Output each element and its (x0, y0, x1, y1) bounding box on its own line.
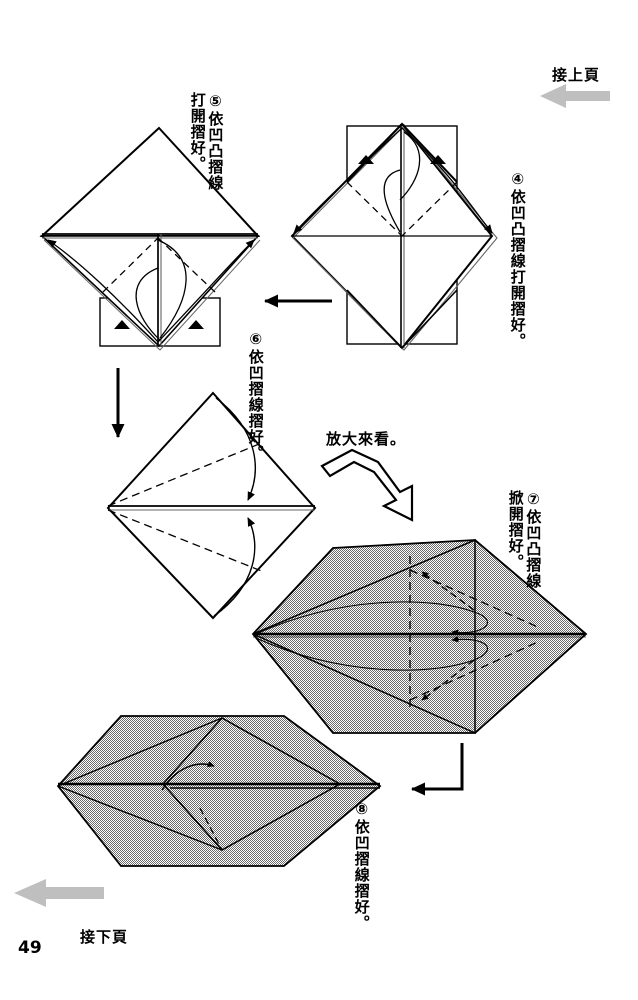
step-4-figure (290, 122, 498, 351)
step-4-caption-line-1: ④依凹凸摺線打開摺好。 (508, 170, 527, 349)
zoom-in-annotation: 放大來看。 (326, 430, 407, 448)
step-5-caption-line-2: 打開摺好。 (188, 92, 207, 172)
step-6-caption-line-1: ⑥依凹摺線摺好。 (246, 330, 265, 461)
step-5-caption: ⑤依凹凸摺線 打開摺好。 (188, 92, 225, 191)
arrow-7-to-8 (411, 743, 464, 796)
step-6-caption: ⑥依凹摺線摺好。 (246, 330, 265, 461)
step-5-figure (39, 126, 261, 351)
prev-page-label: 接上頁 (552, 66, 601, 84)
arrow-6-to-7 (320, 448, 414, 522)
step-5-caption-line-1: ⑤依凹凸摺線 (206, 92, 225, 191)
step-6-figure (106, 391, 317, 620)
step-4-caption: ④依凹凸摺線打開摺好。 (508, 170, 527, 349)
next-page-arrow (14, 879, 104, 907)
step-7-caption-line-1: ⑦依凹凸摺線 (524, 490, 543, 589)
step-8-caption: ⑧依凹摺線摺好。 (352, 800, 371, 931)
next-page-label: 接下頁 (80, 928, 129, 946)
step-8-caption-line-1: ⑧依凹摺線摺好。 (352, 800, 371, 931)
step-7-caption: ⑦依凹凸摺線 掀開摺好。 (506, 490, 543, 589)
step-8-figure (56, 715, 382, 867)
prev-page-arrow (540, 84, 610, 108)
page-number: 49 (18, 938, 42, 958)
step-7-caption-line-2: 掀開摺好。 (506, 490, 525, 570)
